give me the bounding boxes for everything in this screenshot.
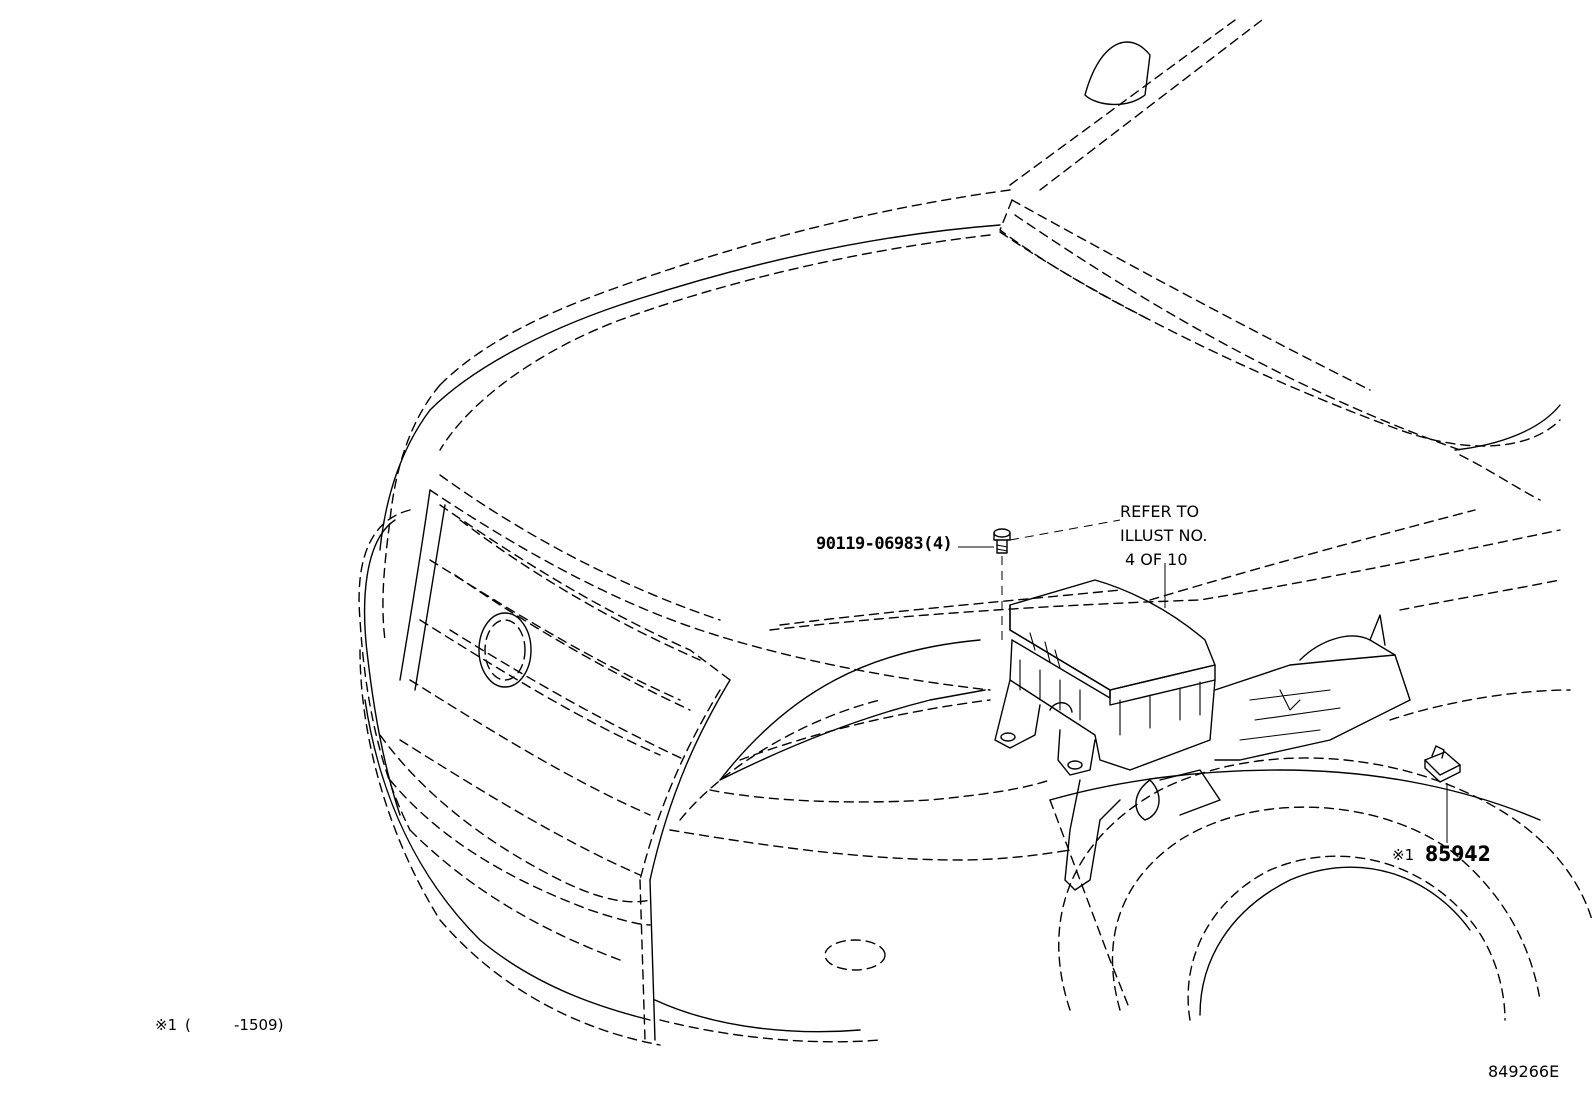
bolt-90119: [993, 528, 1011, 554]
refer-to-label: REFER TO: [1120, 502, 1200, 521]
leader-lines: [958, 519, 1448, 843]
windshield-outline: [999, 19, 1461, 451]
sensor-part-number-label[interactable]: 85942: [1425, 842, 1491, 866]
footnote-open-paren: (: [185, 1016, 191, 1034]
sensor-note-mark: ※1: [1392, 846, 1415, 864]
headlamp-fender: [669, 579, 1592, 1021]
front-fascia: [358, 384, 886, 1046]
footnote-range: -1509): [234, 1016, 284, 1034]
illust-no-label: ILLUST NO.: [1120, 526, 1208, 545]
diagram-id: 849266E: [1488, 1062, 1560, 1081]
footnote-mark: ※1: [155, 1016, 178, 1034]
illust-page-label[interactable]: 4 OF 10: [1125, 550, 1188, 569]
hood-outline: [429, 189, 1561, 691]
grille: [399, 489, 731, 881]
sensor-85942: [1424, 745, 1461, 783]
relay-block-assembly: [994, 579, 1411, 891]
bolt-part-number-label[interactable]: 90119-06983(4): [816, 534, 953, 554]
